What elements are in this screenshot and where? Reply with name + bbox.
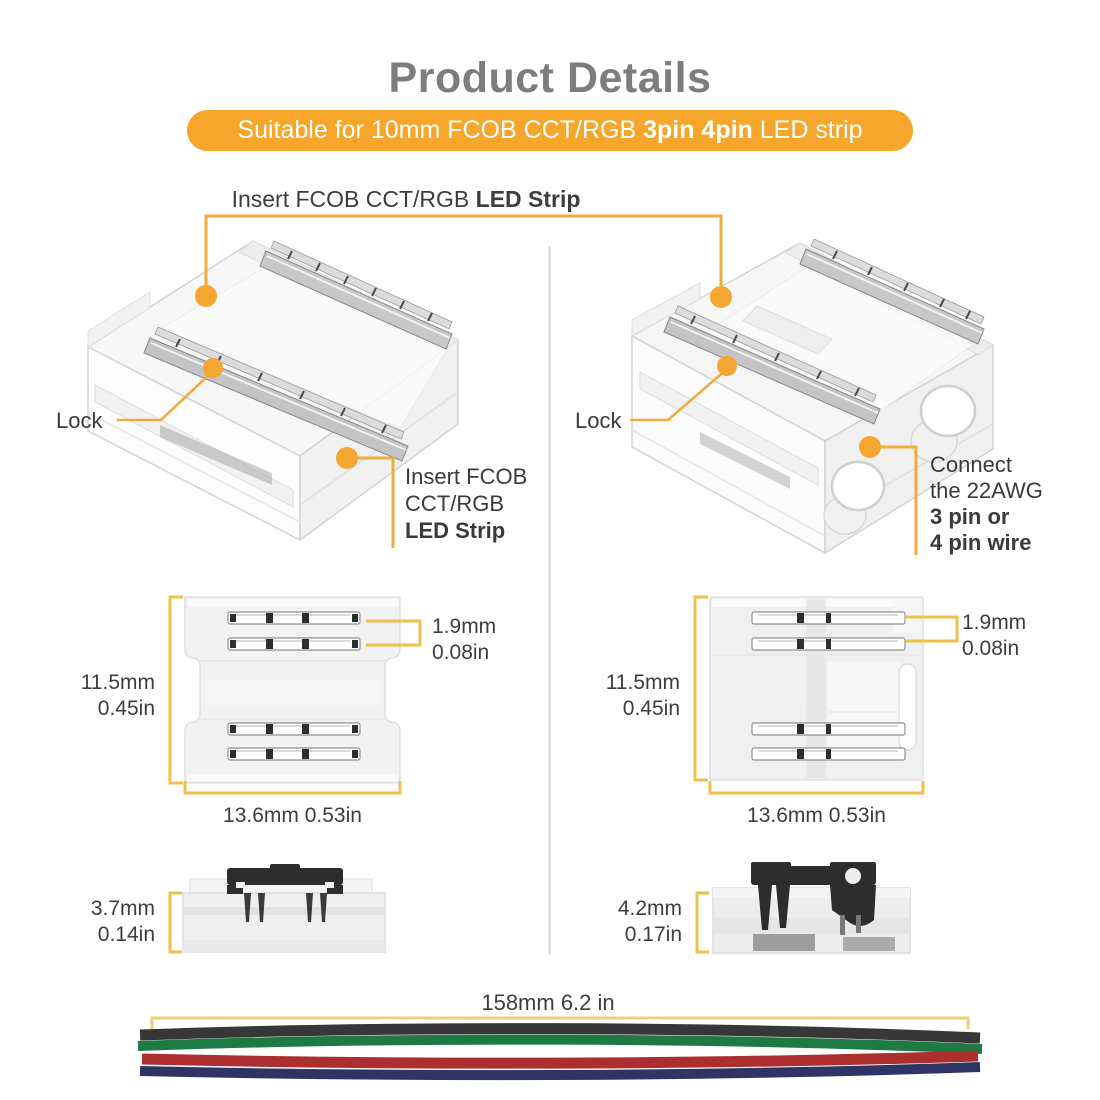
left-lock-label: Lock	[56, 408, 103, 433]
banner-text-bold: 3pin 4pin	[643, 116, 753, 144]
height-dimension-bracket	[693, 595, 708, 782]
wire-strand-black	[139, 1023, 981, 1044]
width-dimension-bracket	[183, 781, 402, 795]
dimension-mm: 3.7mm	[90, 897, 155, 920]
banner-text: Suitable for 10mm FCOB CCT/RGB	[237, 116, 644, 144]
note-line: Connect	[930, 452, 1012, 477]
right-lock-label: Lock	[575, 408, 622, 433]
callout-text: Insert FCOB CCT/RGB	[231, 186, 476, 212]
dimension-mm: 11.5mm	[605, 671, 680, 694]
wire-strand-green	[137, 1034, 983, 1054]
dimension-mm: 1.9mm	[432, 615, 497, 638]
left-connector-3d-illustration	[86, 240, 460, 542]
wire-strand-blue	[139, 1062, 981, 1081]
dimension-in: 0.08in	[432, 641, 490, 664]
dimension-mm: 1.9mm	[962, 611, 1027, 634]
right-lock-line	[630, 368, 728, 422]
suitability-banner: Suitable for 10mm FCOB CCT/RGB 3pin 4pin…	[187, 110, 913, 151]
left-lock-line	[117, 370, 214, 422]
dimension-in: 0.45in	[622, 697, 680, 720]
gap-dimension-bracket	[905, 615, 959, 643]
mounting-clip	[751, 862, 876, 935]
contact-bars	[227, 611, 361, 761]
right-connect-note: Connect the 22AWG 3 pin or 4 pin wire	[930, 452, 1043, 556]
height-dimension-bracket	[168, 595, 183, 785]
dimension-mm: 4.2mm	[617, 897, 682, 920]
insert-strip-callout: Insert FCOB CCT/RGB LED Strip	[206, 186, 606, 213]
callout-text-bold: LED Strip	[475, 186, 581, 212]
right-gap-dimension-label: 1.9mm 0.08in	[962, 610, 1026, 662]
dimension-mm: 11.5mm	[80, 671, 155, 694]
note-line-bold: 4 pin wire	[930, 530, 1032, 555]
mounting-clip	[227, 864, 343, 922]
left-width-dimension-label: 13.6mm 0.53in	[223, 804, 362, 827]
left-connector-side-view	[168, 864, 386, 954]
note-line-bold: 3 pin or	[930, 504, 1010, 529]
right-connect-note-line	[879, 445, 918, 555]
dimension-in: 0.14in	[97, 923, 155, 946]
dimension-in: 0.45in	[97, 697, 155, 720]
right-connector-top-view	[693, 595, 959, 795]
note-line: CCT/RGB	[405, 491, 504, 516]
right-thickness-dimension-label: 4.2mm 0.17in	[572, 896, 682, 948]
wire-length-label: 158mm 6.2 in	[481, 990, 615, 1015]
left-connector-top-view	[168, 595, 422, 795]
thickness-dimension-bracket	[695, 891, 709, 954]
left-insert-note-line	[356, 456, 395, 548]
callout-dot-icon	[336, 447, 358, 469]
width-dimension-bracket	[708, 781, 925, 795]
wire-entry-holes	[823, 384, 977, 535]
insert-strip-bracket-line	[204, 214, 723, 290]
right-connector-side-view	[695, 862, 911, 954]
left-height-dimension-label: 11.5mm 0.45in	[45, 670, 155, 722]
gap-dimension-bracket	[366, 619, 422, 647]
callout-dot-icon	[195, 285, 217, 307]
left-insert-note: Insert FCOB CCT/RGB LED Strip	[405, 463, 527, 544]
dimension-in: 0.17in	[624, 923, 682, 946]
wire-length-bracket	[150, 1016, 970, 1029]
callout-dot-icon	[717, 356, 737, 376]
thickness-dimension-bracket	[168, 891, 182, 954]
callout-dot-icon	[859, 436, 881, 458]
note-line: the 22AWG	[930, 478, 1043, 503]
wire-strand-red	[141, 1050, 979, 1069]
four-pin-wire-illustration	[137, 1016, 983, 1081]
left-gap-dimension-label: 1.9mm 0.08in	[432, 614, 496, 666]
callout-dot-icon	[203, 358, 223, 378]
right-connector-front-contact-rail	[663, 305, 881, 425]
banner-text-suffix: LED strip	[752, 116, 863, 144]
right-height-dimension-label: 11.5mm 0.45in	[570, 670, 680, 722]
page-title: Product Details	[388, 54, 712, 102]
left-connector-back-contact-rail	[259, 240, 453, 350]
right-width-dimension-label: 13.6mm 0.53in	[747, 804, 886, 827]
note-line-bold: LED Strip	[405, 518, 506, 543]
note-line: Insert FCOB	[405, 464, 528, 489]
callout-dot-icon	[710, 286, 732, 308]
right-connector-back-contact-rail	[799, 238, 985, 345]
left-thickness-dimension-label: 3.7mm 0.14in	[45, 896, 155, 948]
dimension-in: 0.08in	[962, 637, 1020, 660]
